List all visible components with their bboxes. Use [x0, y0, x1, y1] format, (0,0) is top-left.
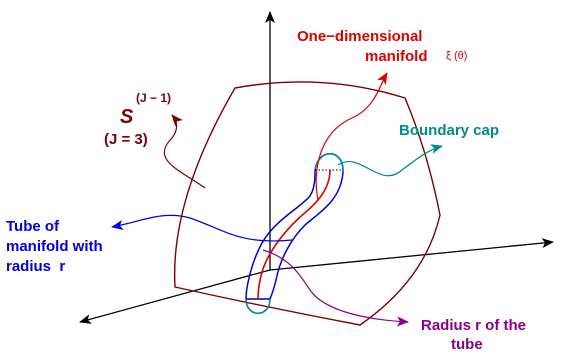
tube-outline [245, 153, 344, 300]
sphere-pointer-arrow [163, 114, 206, 189]
manifold-curve [257, 169, 331, 300]
bottom-boundary-cap [245, 298, 271, 315]
sphere-surface-patch [173, 81, 441, 326]
radius-pointer-arrow [262, 249, 409, 327]
manifold-symbol: ξ (θ) [446, 50, 467, 62]
coordinate-axes [79, 11, 554, 324]
sphere-exponent: (J − 1) [136, 91, 171, 105]
cap-pointer-arrow [337, 144, 443, 177]
radius-label-line2: tube [451, 336, 483, 353]
manifold-pointer-arrow [315, 72, 388, 201]
y-axis [79, 269, 271, 324]
tube-pointer-arrow [111, 214, 293, 242]
boundary-cap-label: Boundary cap [399, 122, 499, 139]
radius-label-line1: Radius r of the [421, 317, 526, 334]
sphere-condition: (J = 3) [104, 131, 148, 148]
tube-label-line2: manifold with [6, 238, 103, 255]
sphere-symbol: S [120, 106, 134, 128]
tube-label-line3: radius r [6, 258, 65, 275]
manifold-label-line1: One−dimensional [297, 28, 422, 45]
x-axis [269, 238, 554, 271]
top-boundary-cap [314, 153, 344, 173]
tube-label-line1: Tube of [6, 218, 60, 235]
manifold-label-line2: manifold [365, 48, 428, 65]
